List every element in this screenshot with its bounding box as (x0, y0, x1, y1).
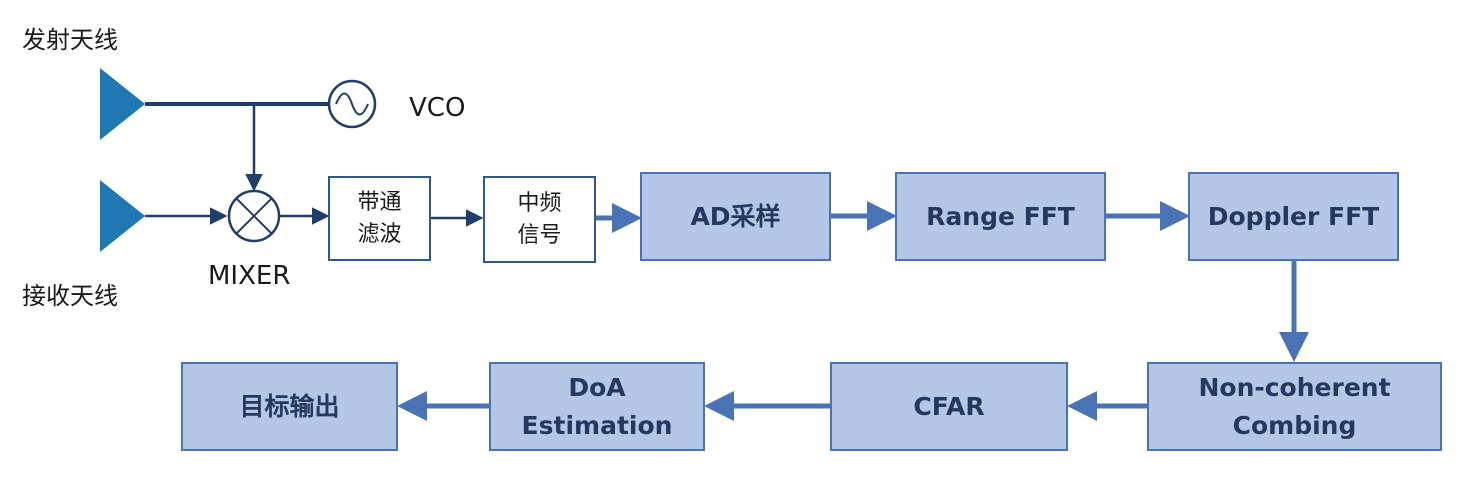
target-output-label: 目标输出 (239, 391, 340, 421)
cfar-label: CFAR (913, 391, 985, 421)
bandpass-filter-block: 带通 滤波 (328, 176, 431, 261)
if-signal-line-1: 中频 (517, 190, 562, 216)
doppler-fft-block: Doppler FFT (1188, 172, 1399, 261)
bandpass-filter-line-1: 带通 (357, 189, 402, 215)
non-coherent-line-1: Non-coherent (1198, 372, 1391, 402)
cfar-block: CFAR (830, 362, 1068, 451)
doppler-fft-label: Doppler FFT (1207, 201, 1380, 231)
rx-antenna-label: 接收天线 (22, 282, 118, 310)
sine-wave-icon (335, 92, 369, 116)
bandpass-filter-line-2: 滤波 (357, 221, 402, 247)
if-signal-line-2: 信号 (517, 222, 562, 248)
ad-sampling-label: AD采样 (690, 201, 781, 231)
doa-estimation-block: DoA Estimation (489, 362, 705, 451)
target-output-block: 目标输出 (181, 362, 398, 451)
ad-sampling-block: AD采样 (640, 172, 831, 261)
rx-antenna-icon (100, 180, 145, 252)
doa-line-1: DoA (568, 372, 626, 402)
if-signal-block: 中频 信号 (483, 176, 596, 263)
non-coherent-line-2: Combing (1232, 410, 1357, 440)
range-fft-label: Range FFT (926, 201, 1075, 231)
mixer-label: MIXER (208, 261, 291, 291)
doa-line-2: Estimation (521, 410, 673, 440)
vco-label: VCO (409, 93, 466, 123)
tx-antenna-label: 发射天线 (22, 26, 118, 54)
tx-antenna-icon (100, 68, 145, 140)
non-coherent-block: Non-coherent Combing (1147, 362, 1442, 451)
range-fft-block: Range FFT (895, 172, 1106, 261)
